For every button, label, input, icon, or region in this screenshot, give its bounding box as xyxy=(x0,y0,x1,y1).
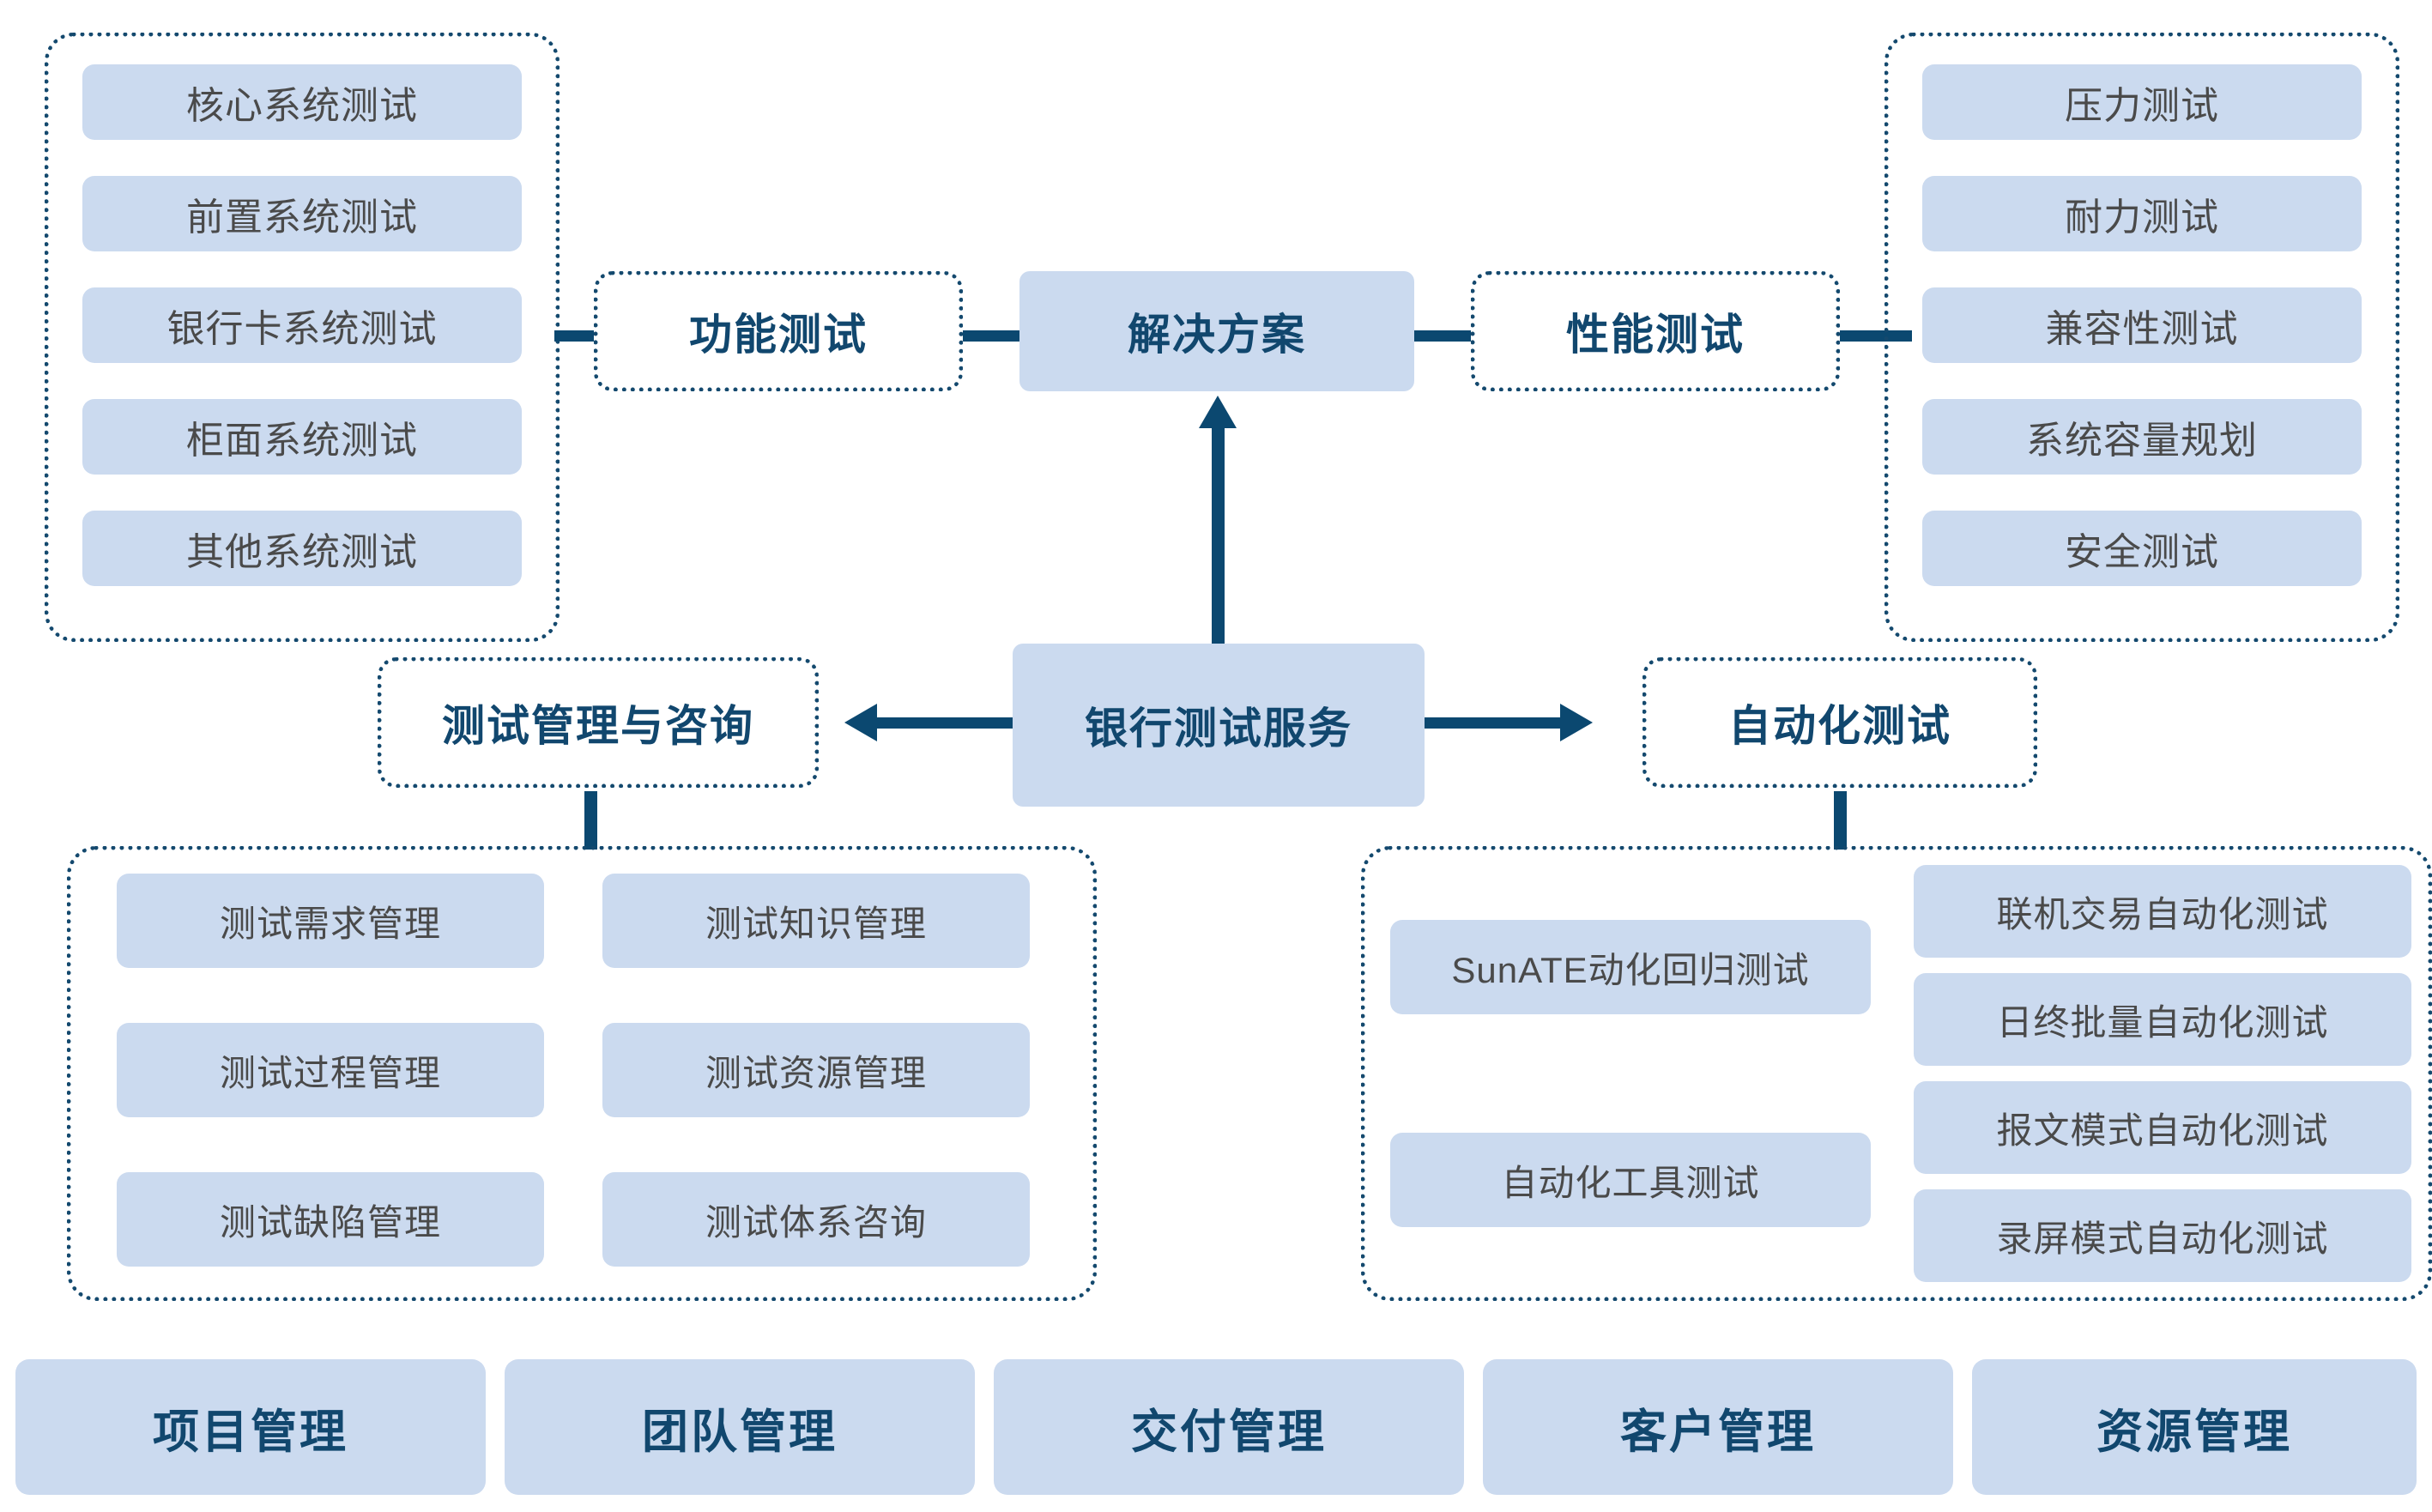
chip-management-6[interactable]: 测试体系咨询 xyxy=(602,1172,1030,1267)
connector-functional-solution xyxy=(963,330,1031,342)
chip-management-4[interactable]: 测试资源管理 xyxy=(602,1023,1030,1117)
automation-items-group xyxy=(1361,846,2432,1301)
chip-management-3[interactable]: 测试过程管理 xyxy=(117,1023,544,1117)
node-bank-testing-service[interactable]: 银行测试服务 xyxy=(1013,644,1425,807)
footer-item-project-management[interactable]: 项目管理 xyxy=(15,1359,486,1495)
connector-root-automation-line xyxy=(1425,717,1560,729)
chip-functional-5[interactable]: 其他系统测试 xyxy=(82,511,522,586)
footer-item-resource-management[interactable]: 资源管理 xyxy=(1972,1359,2417,1495)
node-automation-test[interactable]: 自动化测试 xyxy=(1643,657,2037,788)
chip-management-1[interactable]: 测试需求管理 xyxy=(117,874,544,968)
chip-management-2[interactable]: 测试知识管理 xyxy=(602,874,1030,968)
chip-performance-2[interactable]: 耐力测试 xyxy=(1922,176,2362,251)
chip-performance-4[interactable]: 系统容量规划 xyxy=(1922,399,2362,475)
chip-automation-right-1[interactable]: 联机交易自动化测试 xyxy=(1914,865,2411,958)
chip-automation-left-2[interactable]: 自动化工具测试 xyxy=(1390,1133,1871,1227)
chip-functional-3[interactable]: 银行卡系统测试 xyxy=(82,287,522,363)
chip-automation-right-2[interactable]: 日终批量自动化测试 xyxy=(1914,973,2411,1066)
chip-performance-3[interactable]: 兼容性测试 xyxy=(1922,287,2362,363)
chip-functional-2[interactable]: 前置系统测试 xyxy=(82,176,522,251)
chip-automation-right-4[interactable]: 录屏模式自动化测试 xyxy=(1914,1189,2411,1282)
chip-functional-1[interactable]: 核心系统测试 xyxy=(82,64,522,140)
chip-performance-5[interactable]: 安全测试 xyxy=(1922,511,2362,586)
connector-solution-performance xyxy=(1414,330,1483,342)
node-functional-test[interactable]: 功能测试 xyxy=(594,271,963,391)
connector-root-management-line xyxy=(877,717,1013,729)
node-test-management[interactable]: 测试管理与咨询 xyxy=(378,657,819,788)
footer-item-customer-management[interactable]: 客户管理 xyxy=(1483,1359,1953,1495)
footer-item-team-management[interactable]: 团队管理 xyxy=(505,1359,975,1495)
arrow-head-left-management xyxy=(844,704,877,741)
connector-performance-group xyxy=(1840,330,1912,342)
arrow-head-right-automation xyxy=(1560,704,1593,741)
connector-automation-group-stub xyxy=(1834,791,1847,850)
chip-automation-left-1[interactable]: SunATE动化回归测试 xyxy=(1390,920,1871,1014)
chip-management-5[interactable]: 测试缺陷管理 xyxy=(117,1172,544,1267)
node-solution[interactable]: 解决方案 xyxy=(1019,271,1414,391)
chip-automation-right-3[interactable]: 报文模式自动化测试 xyxy=(1914,1081,2411,1174)
management-items-group xyxy=(67,846,1097,1301)
chip-performance-1[interactable]: 压力测试 xyxy=(1922,64,2362,140)
footer-item-delivery-management[interactable]: 交付管理 xyxy=(994,1359,1464,1495)
connector-management-group-stub xyxy=(584,791,597,850)
arrow-head-up-solution xyxy=(1199,396,1237,428)
node-performance-test[interactable]: 性能测试 xyxy=(1471,271,1840,391)
connector-root-solution-line xyxy=(1212,425,1225,644)
performance-items-group xyxy=(1884,33,2399,642)
chip-functional-4[interactable]: 柜面系统测试 xyxy=(82,399,522,475)
